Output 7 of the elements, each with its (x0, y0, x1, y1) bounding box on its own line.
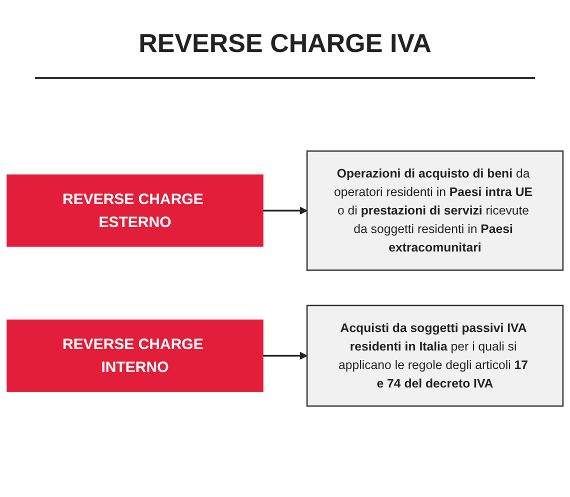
title: REVERSE CHARGE IVA (138, 28, 432, 59)
node-box: Acquisti da soggetti passivi IVA residenti in Italia per i quali si applicano le regole degli articoli 17 e 74 del decreto IVA (306, 305, 564, 408)
node-box: REVERSE CHARGE INTERNO (6, 320, 264, 392)
arrow (262, 207, 308, 215)
node-box: REVERSE CHARGE ESTERNO (6, 174, 264, 248)
arrow (262, 352, 308, 360)
node-box: Operazioni di acquisto di beni da operatori residenti in Paesi intra UE o di prestazioni di servizi ricevute da soggetti residenti in Paesi extracomunitari (306, 150, 564, 272)
